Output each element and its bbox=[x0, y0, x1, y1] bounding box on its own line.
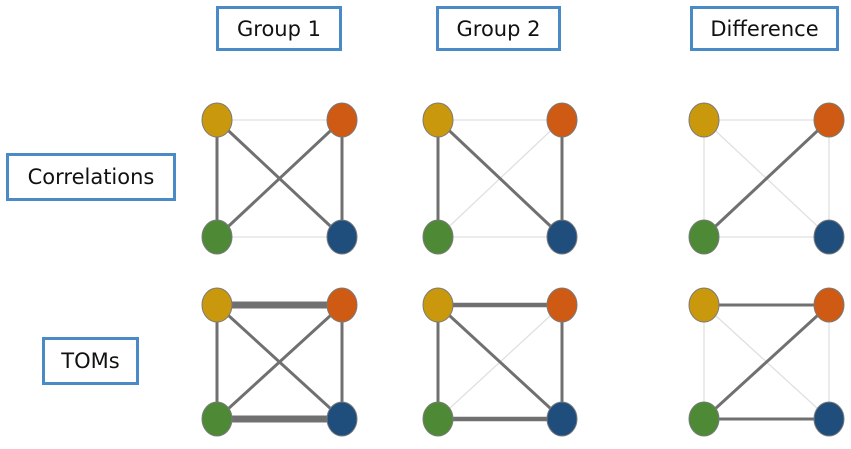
edge-diag-tr-bl bbox=[702, 303, 831, 421]
node-top-right bbox=[813, 102, 845, 138]
node-bottom-right bbox=[546, 401, 578, 437]
node-top-left bbox=[688, 287, 720, 323]
row-header-toms: TOMs bbox=[42, 337, 139, 385]
edge-diag-tl-br bbox=[436, 118, 564, 239]
node-bottom-left bbox=[422, 219, 454, 255]
column-header-group-1: Group 1 bbox=[216, 6, 342, 51]
column-header-group-2: Group 2 bbox=[436, 6, 561, 51]
column-header-difference: Difference bbox=[690, 6, 839, 51]
node-top-right bbox=[326, 287, 358, 323]
panel-correlations-group1 bbox=[201, 102, 358, 255]
node-top-right bbox=[546, 287, 578, 323]
node-bottom-left bbox=[688, 401, 720, 437]
edge-diag-tl-br bbox=[436, 303, 564, 421]
edge-diag-tr-bl bbox=[215, 303, 344, 421]
node-bottom-right bbox=[813, 401, 845, 437]
node-top-left bbox=[201, 287, 233, 323]
panel-toms-group1 bbox=[201, 287, 358, 437]
node-bottom-right bbox=[546, 219, 578, 255]
node-top-right bbox=[813, 287, 845, 323]
node-top-right bbox=[546, 102, 578, 138]
node-top-left bbox=[201, 102, 233, 138]
edge-diag-tr-bl bbox=[215, 118, 344, 239]
node-top-left bbox=[422, 102, 454, 138]
node-bottom-right bbox=[326, 401, 358, 437]
panel-toms-group2 bbox=[422, 287, 578, 437]
panel-toms-difference bbox=[688, 287, 845, 437]
node-bottom-left bbox=[201, 219, 233, 255]
node-bottom-right bbox=[326, 219, 358, 255]
node-bottom-left bbox=[422, 401, 454, 437]
row-header-correlations: Correlations bbox=[6, 153, 176, 201]
node-bottom-left bbox=[201, 401, 233, 437]
node-bottom-right bbox=[813, 219, 845, 255]
node-top-left bbox=[688, 102, 720, 138]
panel-correlations-difference bbox=[688, 102, 845, 255]
node-bottom-left bbox=[688, 219, 720, 255]
node-top-left bbox=[422, 287, 454, 323]
node-top-right bbox=[326, 102, 358, 138]
edge-diag-tr-bl bbox=[702, 118, 831, 239]
panel-correlations-group2 bbox=[422, 102, 578, 255]
